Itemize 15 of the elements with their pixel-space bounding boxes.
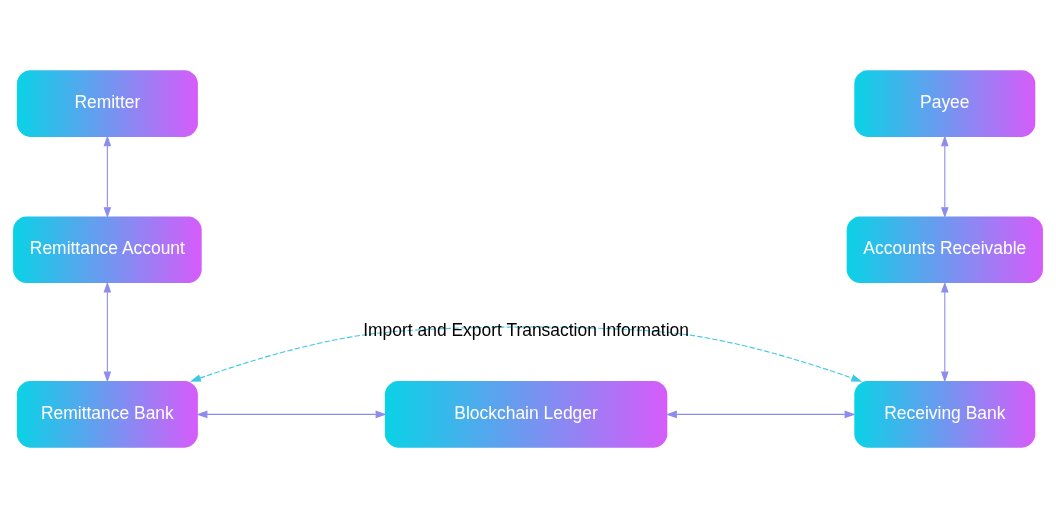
- arrow: [103, 281, 112, 382]
- node-box: Payee: [854, 69, 1036, 137]
- node-box: Remitter: [16, 69, 198, 137]
- node-box: Remittance Account: [13, 215, 202, 283]
- edge-label: Import and Export Transaction Information: [363, 319, 689, 340]
- node-box: Receiving Bank: [854, 380, 1036, 448]
- arrow: [941, 281, 949, 382]
- arrow: [103, 134, 112, 218]
- arrow: [196, 410, 387, 418]
- node-box: Blockchain Ledger: [384, 380, 668, 448]
- arrow: [189, 326, 863, 382]
- node-box: Accounts Receivable: [846, 215, 1043, 283]
- arrow: [941, 134, 949, 218]
- node-box: Remittance Bank: [16, 380, 198, 448]
- arrow: [665, 410, 856, 418]
